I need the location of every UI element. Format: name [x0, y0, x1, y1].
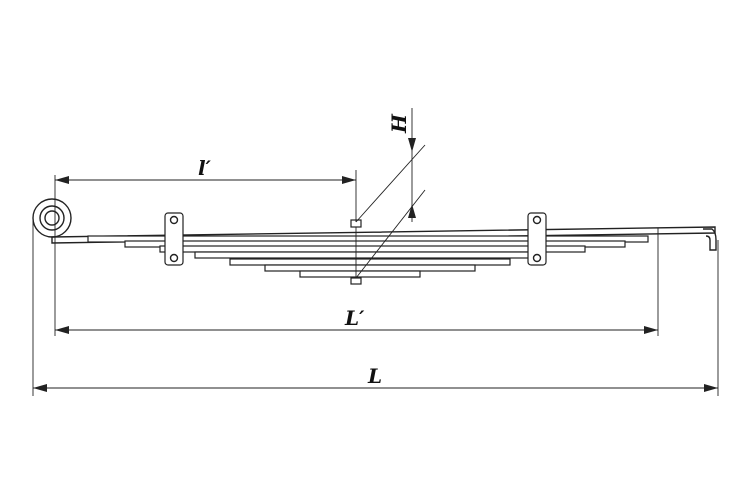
spring-eye-outer [32, 198, 72, 238]
total-length-dimension: L [33, 364, 718, 392]
clip-left-bolt-lower [169, 253, 179, 263]
half-length-label: l′ [198, 156, 212, 180]
clip-right-bolt [532, 215, 542, 225]
height-dimension: H [355, 108, 426, 279]
half-length-arrow-right [342, 176, 356, 184]
loaded-length-arrow-left [55, 326, 69, 334]
clip-right-body [527, 212, 547, 266]
leaf-7 [264, 264, 476, 272]
leaf-4 [159, 245, 586, 253]
height-arrow-top [408, 138, 416, 152]
loaded-length-label: L′ [344, 306, 365, 330]
hooked-end [703, 228, 717, 251]
height-ext-upper [355, 144, 426, 223]
eye-bushing [44, 210, 60, 226]
main-leaf [32, 198, 717, 251]
loaded-length-dimension: L′ [55, 306, 658, 334]
total-length-label: L [367, 364, 382, 388]
leaf-8 [299, 270, 421, 278]
leaf-5 [194, 251, 546, 259]
clip-right-bolt-lower [532, 253, 542, 263]
extension-lines [32, 170, 719, 396]
clip-left-body [164, 212, 184, 266]
height-arrow-bottom [408, 204, 416, 218]
spring-eye-inner [39, 205, 65, 231]
height-ext-lower [355, 189, 426, 279]
total-length-arrow-left [33, 384, 47, 392]
half-length-arrow-left [55, 176, 69, 184]
leaf-stack [87, 235, 649, 278]
half-length-dimension: l′ [55, 156, 356, 184]
clip-right [527, 212, 547, 266]
clip-left-bolt [169, 215, 179, 225]
height-label: H [387, 113, 411, 134]
loaded-length-arrow-right [644, 326, 658, 334]
total-length-arrow-right [704, 384, 718, 392]
clip-left [164, 212, 184, 266]
center-bolt-nut [350, 277, 362, 285]
